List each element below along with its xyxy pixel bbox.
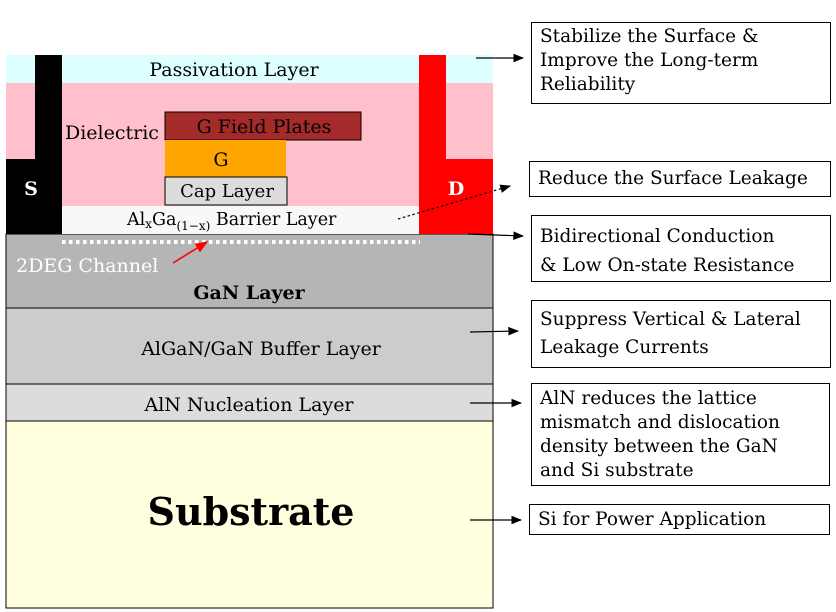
field-plates (164, 111, 362, 141)
nucleation-label: AlN Nucleation Layer (143, 394, 354, 416)
gan-label: GaN Layer (193, 282, 305, 304)
field-plates-label: G Field Plates (197, 116, 332, 138)
passivation-layer (6, 55, 493, 83)
annotation-nucleation: AlN reduces the lattice mismatch and dis… (531, 383, 830, 486)
annotation-passivation: Stabilize the Surface & Improve the Long… (531, 22, 831, 104)
cap-label: Cap Layer (180, 181, 274, 202)
annotation-surface-leakage: Reduce the Surface Leakage (529, 161, 831, 197)
annotation-buffer: Suppress Vertical & Lateral Leakage Curr… (531, 300, 831, 368)
passivation-label: Passivation Layer (149, 59, 319, 81)
gate-label: G (213, 149, 228, 171)
nucleation-layer (5, 383, 494, 422)
channel-arrow (172, 241, 209, 264)
buffer-label: AlGaN/GaN Buffer Layer (140, 338, 381, 360)
barrier-label: AlxGa(1−x) Barrier Layer (126, 210, 337, 233)
drain-contact (419, 55, 493, 234)
dielectric-label: Dielectric (65, 122, 159, 144)
drain-label: D (448, 178, 464, 200)
arrow-buffer (469, 326, 520, 336)
source-contact (6, 55, 62, 234)
gan-layer (5, 233, 494, 309)
substrate-layer (5, 420, 494, 609)
cap-layer (164, 176, 288, 206)
arrow-2deg (467, 231, 525, 240)
annotation-2deg: Bidirectional Conduction & Low On-state … (531, 215, 831, 282)
substrate-label: Substrate (148, 489, 355, 534)
annotation-substrate: Si for Power Application (529, 504, 830, 535)
channel-label: 2DEG Channel (16, 255, 158, 277)
arrow-surface-leakage (397, 184, 512, 220)
gate (165, 140, 286, 177)
source-label: S (24, 178, 38, 200)
barrier-layer (6, 206, 493, 234)
